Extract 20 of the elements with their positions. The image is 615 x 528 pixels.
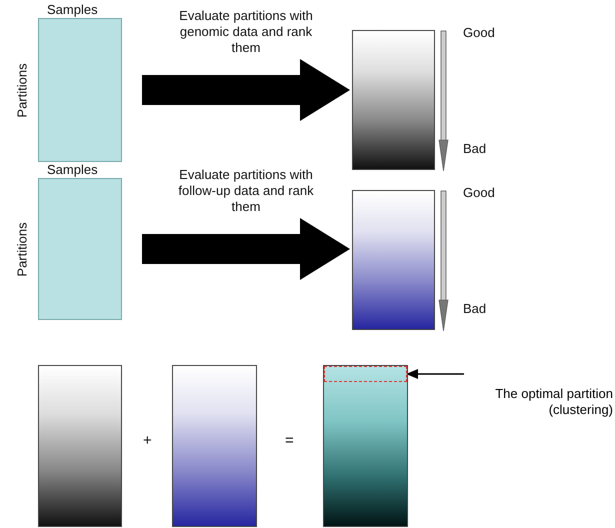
edge-label: Evaluate partitions with genomic data and rank them bbox=[178, 8, 314, 56]
operator-sign: + bbox=[143, 432, 152, 449]
column-heading: Samples bbox=[47, 2, 98, 17]
combined-matrix-box bbox=[323, 365, 408, 527]
block-arrow bbox=[142, 218, 350, 280]
rank-label: Good bbox=[463, 185, 495, 200]
column-heading: Samples bbox=[47, 162, 98, 177]
ranked-matrix-box bbox=[172, 365, 257, 527]
highlight-box bbox=[324, 366, 407, 382]
rank-label: Good bbox=[463, 25, 495, 40]
rank-label: Bad bbox=[463, 301, 486, 316]
rank-label: Bad bbox=[463, 141, 486, 156]
callout-text: The optimal partition (clustering) bbox=[468, 386, 613, 420]
leader-arrow bbox=[406, 369, 464, 379]
row-heading: Partitions bbox=[14, 63, 30, 118]
ranked-matrix-box bbox=[38, 365, 122, 527]
edge-label: Evaluate partitions with follow-up data and rank them bbox=[177, 167, 315, 215]
row-heading: Partitions bbox=[14, 222, 30, 277]
block-arrow bbox=[142, 59, 350, 121]
operator-sign: = bbox=[285, 432, 294, 449]
